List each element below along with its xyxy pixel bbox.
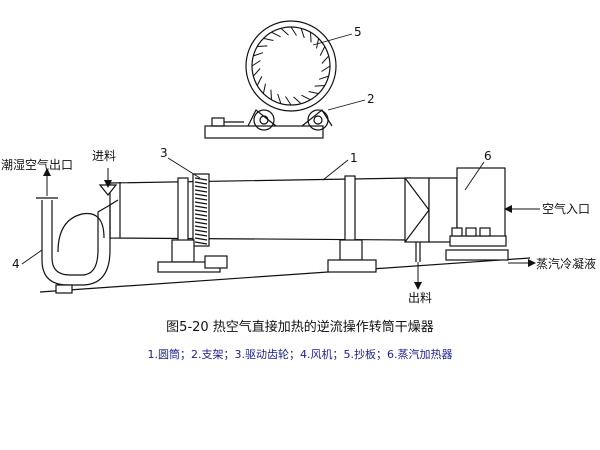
flight-blade [277,93,282,104]
flight-blade [252,68,261,77]
flight-blade [271,31,281,38]
flight-blade [308,91,319,95]
flight-blade [280,27,289,36]
flight-blade [270,89,272,100]
flight-blade [257,45,268,47]
gear-tooth [194,185,208,189]
flight-blade [251,60,261,67]
fan-duct [36,197,119,294]
end-view [204,20,337,139]
callout-2: 2 [367,92,375,106]
drive-gear [192,173,210,247]
flight-blade [253,52,264,57]
riding-ring-right [344,175,356,243]
gear-tooth [194,197,208,201]
flight-blade [314,85,325,87]
label-discharge: 出料 [408,291,432,305]
callout-3: 3 [160,146,168,160]
leader-2 [327,99,366,111]
callout-5: 5 [354,25,362,39]
figure-legend: 1.圆筒；2.支架；3.驱动齿轮；4.风机；5.抄板；6.蒸汽加热器 [147,348,453,361]
gear-tooth [194,209,208,213]
leader-5 [312,33,353,46]
flight-blade [301,94,311,101]
gear-tooth [194,177,208,181]
gear-tooth [194,181,208,185]
gear-tooth [194,217,208,221]
flight-blade [319,46,326,56]
drum-cylinder [109,177,411,241]
callout-6: 6 [484,149,492,163]
flight-blade [285,96,292,106]
steam-heater [428,167,509,261]
flight-blade [321,65,331,72]
flight-blade [310,32,312,43]
end-view-motor-block [211,117,225,127]
label-feed-in: 进料 [92,149,116,163]
gear-tooth [194,189,208,193]
label-air-inlet: 空气入口 [542,201,590,216]
ground-line [39,257,531,293]
flight-blade [318,75,329,80]
gear-tooth [194,205,208,209]
flight-blade [293,96,302,105]
gear-tooth [194,221,208,225]
flight-blade [262,83,266,94]
lifting-flights [251,26,331,106]
gear-tooth [194,225,208,229]
flight-blade [263,37,274,41]
support-stand-right [327,239,377,273]
leader-4 [21,249,43,265]
callout-4: 4 [12,257,20,271]
flight-blade [300,28,305,39]
riding-ring-left [177,177,189,245]
gear-tooth [194,229,208,233]
gear-tooth [194,241,208,245]
flight-blade [256,76,263,86]
drum-outer-ring [245,20,337,112]
leader-3 [167,157,201,179]
discharge-hood [404,177,430,243]
gear-tooth [194,193,208,197]
gear-tooth [194,213,208,217]
gear-tooth [194,237,208,241]
leader-6 [464,161,485,191]
flight-blade [290,26,297,36]
callout-1: 1 [350,151,358,165]
label-humid-air-outlet: 潮湿空气出口 [1,157,73,172]
leader-1 [322,159,349,181]
label-steam-condensate: 蒸汽冷凝液 [536,256,596,271]
gear-tooth [194,233,208,237]
gear-tooth [194,201,208,205]
end-view-base [204,125,324,139]
support-stand-left [157,239,228,273]
discharge-chute [415,242,421,262]
support-roller-left [253,109,275,131]
flight-blade [321,55,330,64]
figure-caption: 图5-20 热空气直接加热的逆流操作转筒干燥器 [166,320,434,335]
